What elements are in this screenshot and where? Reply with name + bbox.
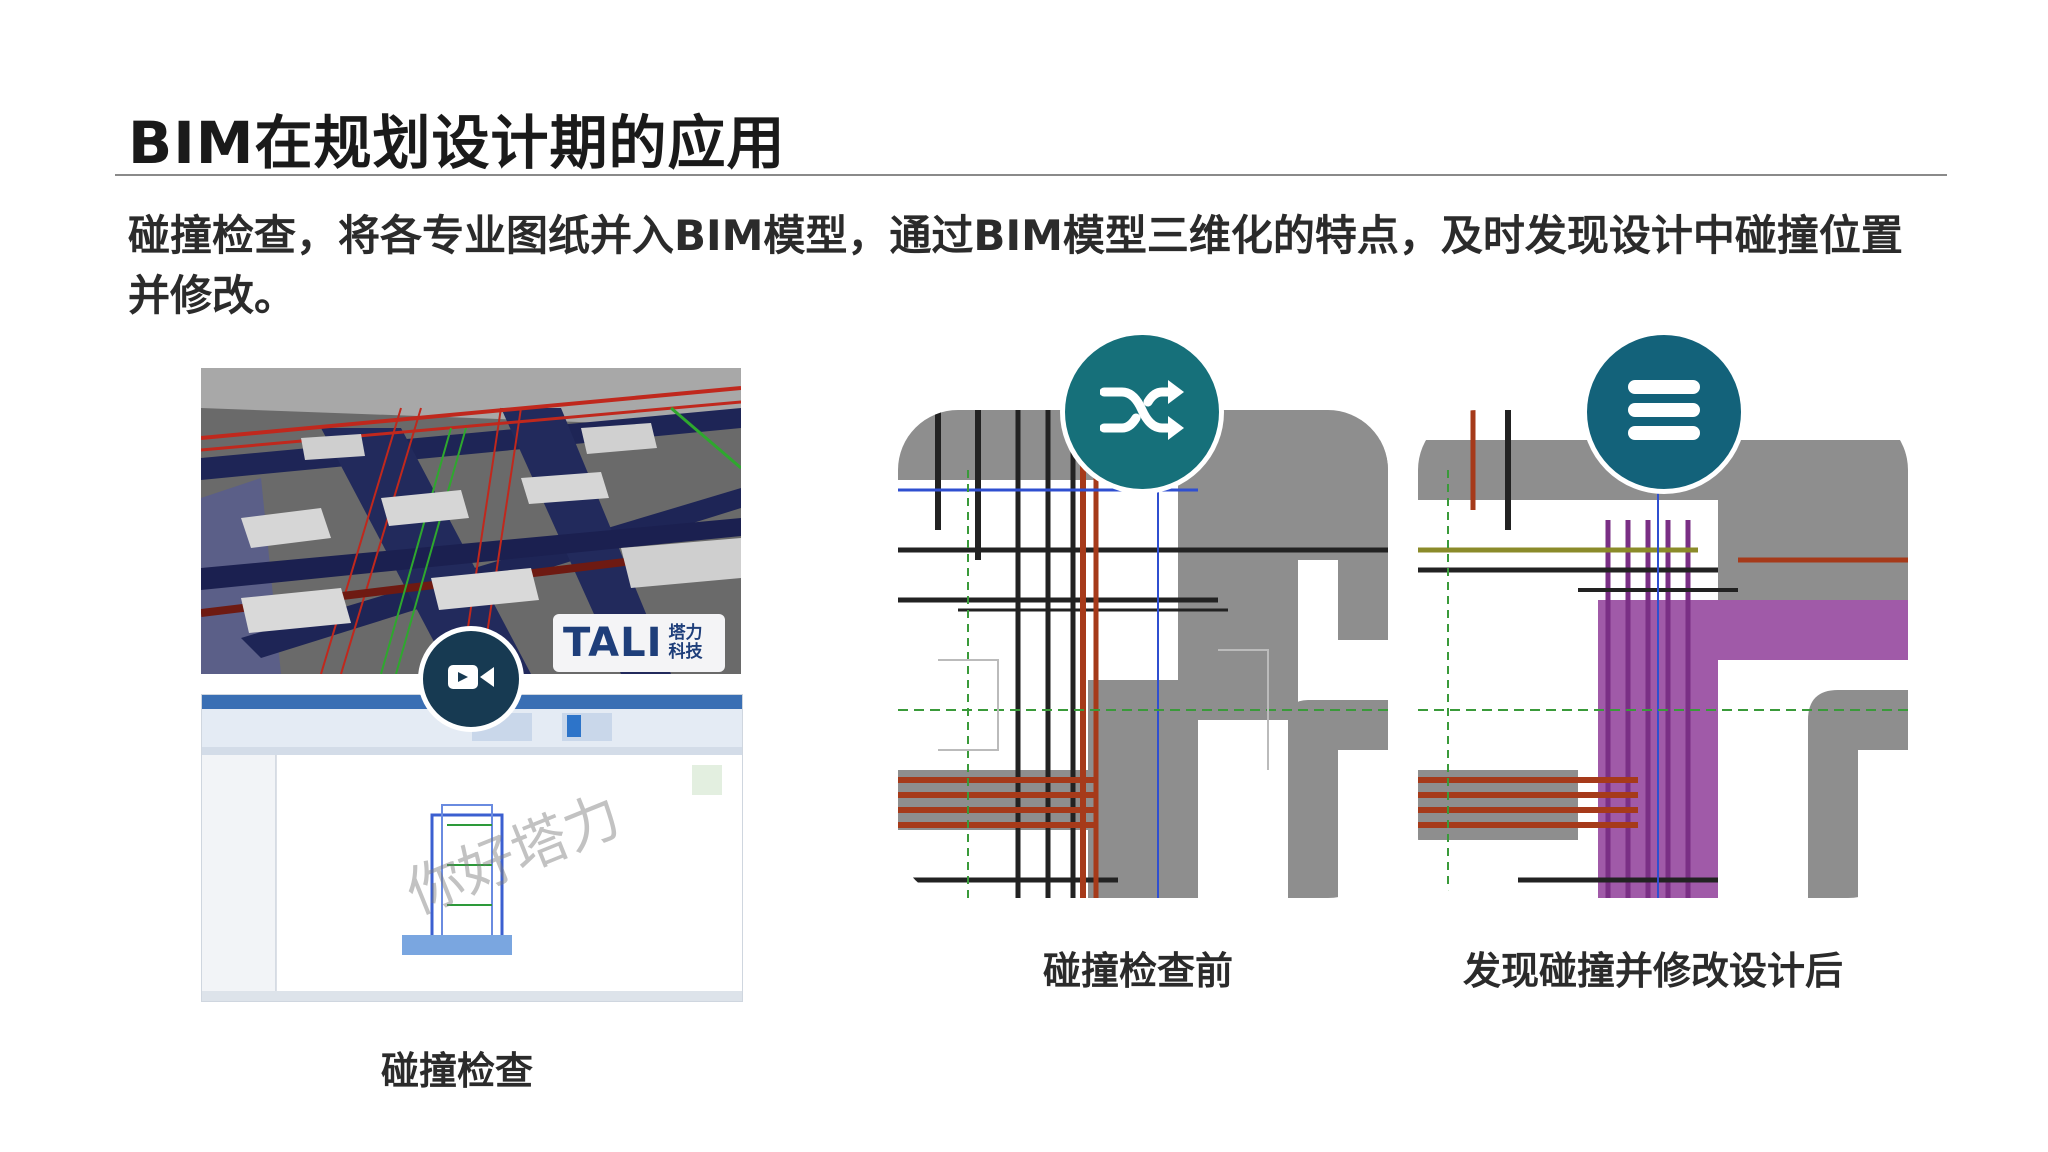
caption-clash-check: 碰撞检查 <box>380 1049 534 1093</box>
slide-description: 碰撞检查，将各专业图纸并入BIM模型，通过BIM模型三维化的特点，及时发现设计中… <box>128 211 1903 320</box>
slide-title: BIM在规划设计期的应用 <box>128 109 786 177</box>
tali-logo: TALI 塔力 科技 <box>553 614 725 672</box>
before-clash-image <box>898 410 1388 898</box>
caption-after-fix: 发现碰撞并修改设计后 <box>1462 949 1844 993</box>
clash-3d-render <box>201 368 741 674</box>
shuffle-icon-badge <box>1060 330 1224 494</box>
logo-sub-2: 科技 <box>668 642 703 662</box>
title-divider <box>115 174 1947 176</box>
logo-sub-1: 塔力 <box>668 623 703 643</box>
shuffle-icon <box>1099 378 1184 446</box>
caption-before-clash: 碰撞检查前 <box>1042 949 1234 993</box>
menu-icon <box>1626 378 1702 446</box>
video-camera-icon <box>446 661 496 697</box>
video-camera-icon-badge <box>418 626 524 732</box>
menu-icon-badge <box>1582 330 1746 494</box>
logo-brand: TALI <box>563 620 663 666</box>
after-clash-image <box>1418 410 1908 898</box>
logo-sub: 塔力 科技 <box>669 624 703 662</box>
revit-screenshot <box>201 694 743 1002</box>
